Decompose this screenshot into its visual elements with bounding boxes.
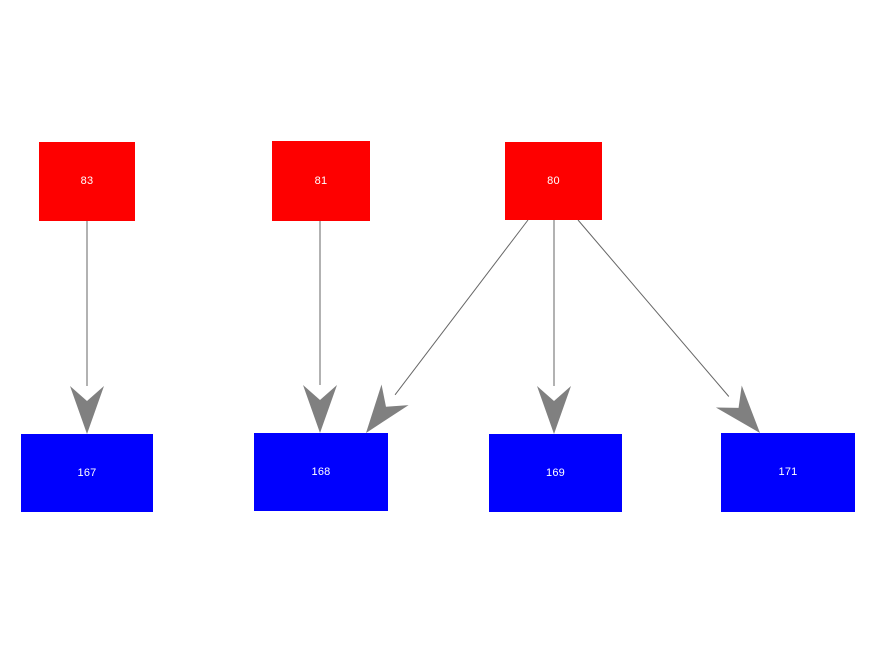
edge-line xyxy=(577,219,730,397)
node-168[interactable]: 168 xyxy=(254,433,388,511)
node-label: 81 xyxy=(314,174,328,187)
edge-line xyxy=(394,219,529,396)
node-167[interactable]: 167 xyxy=(21,434,153,512)
edge-arrowhead xyxy=(303,385,337,433)
node-label: 83 xyxy=(80,175,94,187)
edge-arrowhead xyxy=(70,386,104,434)
node-label: 171 xyxy=(778,466,798,478)
edge-arrowhead xyxy=(715,385,760,433)
edge-arrowhead xyxy=(366,384,409,433)
node-169[interactable]: 169 xyxy=(489,434,622,512)
node-label: 169 xyxy=(546,466,565,479)
node-171[interactable]: 171 xyxy=(721,433,855,512)
node-81[interactable]: 81 xyxy=(272,141,370,221)
node-label: 167 xyxy=(77,466,97,479)
node-83[interactable]: 83 xyxy=(39,142,135,221)
node-80[interactable]: 80 xyxy=(505,142,602,220)
edge-arrowhead xyxy=(537,386,571,434)
node-label: 168 xyxy=(311,465,331,478)
node-label: 80 xyxy=(547,174,560,187)
